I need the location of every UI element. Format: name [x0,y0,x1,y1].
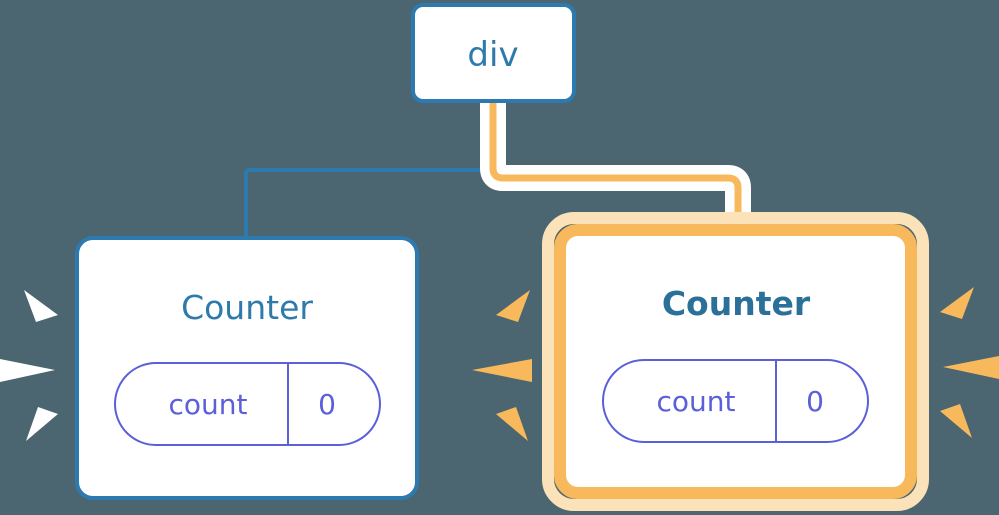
sparkle-ray-icon [940,287,974,319]
node-div-box[interactable] [411,3,576,103]
node-left-counter[interactable]: Counter count 0 [75,236,419,500]
left-counter-state-value: 0 [318,388,336,421]
node-right-counter-label: Counter [662,284,811,323]
sparkle-ray-icon [0,359,55,382]
node-right-counter[interactable]: Counter count 0 [542,212,929,511]
sparkle-ray-icon [24,290,58,322]
right-counter-state-value: 0 [806,385,824,418]
sparkle-ray-icon [496,290,530,322]
sparkles-right-counter-right [940,287,999,438]
node-left-counter-label: Counter [181,288,313,327]
sparkle-ray-icon [943,356,999,379]
node-div-label: div [467,35,518,75]
right-counter-pill-outline [602,359,869,443]
left-counter-state-pill[interactable]: count 0 [114,362,381,446]
sparkle-ray-icon [496,407,528,441]
edges-layer [244,90,751,263]
sparkles-left-counter-left [0,290,58,441]
sparkle-ray-icon [472,359,532,382]
node-div[interactable]: div [411,3,576,103]
left-counter-state-key: count [169,388,248,421]
sparkle-ray-icon [940,404,972,438]
right-counter-state-key: count [657,385,736,418]
left-counter-pill-outline [114,362,381,446]
edge-div-to-left-counter[interactable] [244,101,495,247]
right-counter-state-pill[interactable]: count 0 [602,359,869,443]
edge-div-to-right-counter[interactable] [489,99,742,254]
node-right-counter-halo [542,212,929,511]
sparkle-ray-icon [26,407,58,441]
sparkles-left-counter-right [472,290,532,441]
